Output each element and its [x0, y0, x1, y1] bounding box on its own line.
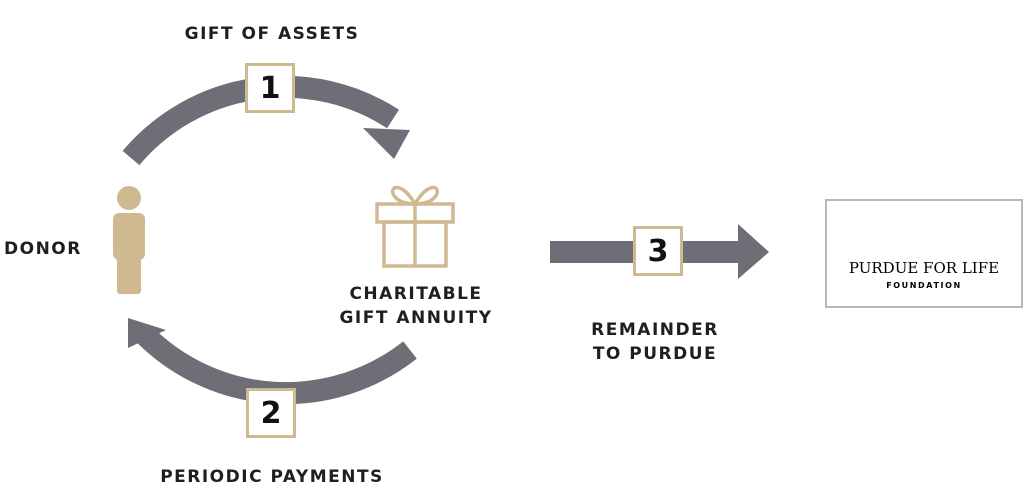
label-gift-of-assets: GIFT OF ASSETS: [184, 24, 360, 44]
step-number-1: 1: [245, 63, 295, 113]
step-number-3: 3: [633, 226, 683, 276]
gift-icon: [375, 185, 455, 268]
label-periodic-payments: PERIODIC PAYMENTS: [160, 467, 384, 487]
label-remainder-line1: REMAINDER: [591, 320, 719, 340]
label-annuity-line2: GIFT ANNUITY: [339, 308, 493, 328]
label-annuity-line1: CHARITABLE: [349, 284, 483, 304]
label-remainder-line2: TO PURDUE: [592, 344, 718, 364]
person-icon: [113, 186, 145, 294]
label-donor: DONOR: [4, 239, 82, 259]
step-number-2: 2: [246, 388, 296, 438]
purdue-for-life-logo: PURDUE FOR LIFE FOUNDATION: [825, 199, 1023, 308]
logo-name: PURDUE FOR LIFE: [848, 259, 1000, 277]
logo-subtitle: FOUNDATION: [886, 281, 962, 290]
